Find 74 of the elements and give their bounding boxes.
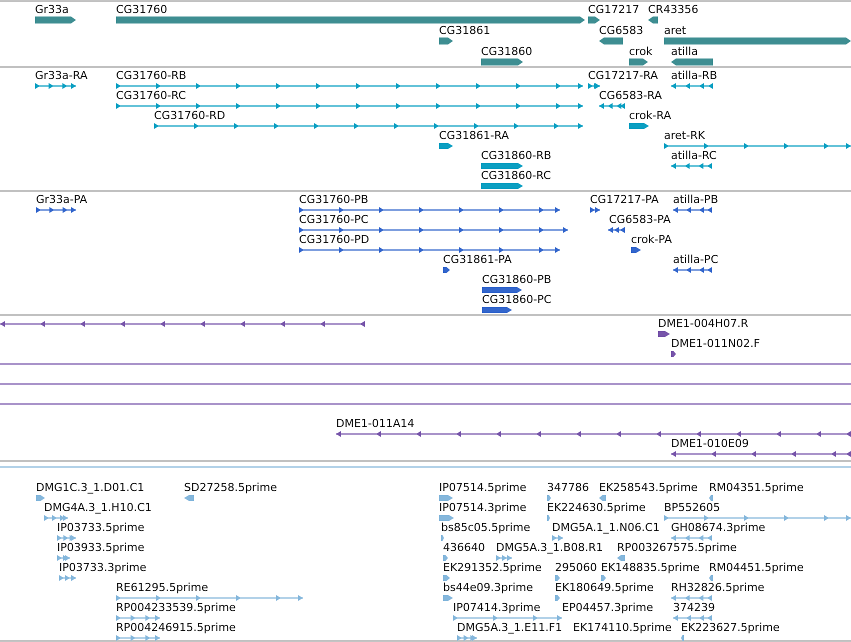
feature-label: IP07514.5prime (439, 481, 526, 494)
feature-label: CG31760-PD (299, 233, 370, 246)
feature-label: CG31861 (439, 24, 490, 37)
feature-label: DMG4A.3_1.H10.C1 (44, 501, 152, 514)
feature-label: CG17217-PA (590, 193, 659, 206)
feature-label: DME1-004H07.R (658, 317, 748, 330)
feature-label: DMG1C.3_1.D01.C1 (36, 481, 144, 494)
feature-label: EK223627.5prime (681, 621, 780, 634)
feature-label: CG17217 (588, 3, 640, 16)
feature-label: GH08674.3prime (671, 521, 766, 534)
feature-label: atilla-PB (673, 193, 718, 206)
feature-label: crok (629, 45, 652, 58)
feature-label: 374239 (673, 601, 715, 614)
feature-label: RM04451.5prime (709, 561, 804, 574)
feature-label: Gr33a (35, 3, 69, 16)
feature-label: CG17217-RA (588, 69, 658, 82)
feature-label: CG6583-RA (599, 89, 662, 102)
feature-label: CG31760-PC (299, 213, 368, 226)
feature-label: CR43356 (648, 3, 698, 16)
feature-label: DME1-010E09 (671, 437, 749, 450)
feature-label: aret-RK (664, 129, 705, 142)
feature-label: CG6583-PA (609, 213, 671, 226)
feature-label: DMG5A.3_1.B08.R1 (496, 541, 603, 554)
feature-label: CG31861-RA (439, 129, 509, 142)
feature-label: atilla (671, 45, 698, 58)
feature-label: 347786 (547, 481, 589, 494)
feature-label: Gr33a-PA (36, 193, 88, 206)
feature-label: CG6583 (599, 24, 644, 37)
feature-label: DME1-011A14 (336, 417, 414, 430)
feature-label: CG31860-PB (482, 273, 552, 286)
feature-label: Gr33a-RA (35, 69, 88, 82)
feature-label: CG31860-PC (482, 293, 552, 306)
feature-label: CG31860 (481, 45, 532, 58)
feature-label: atilla-PC (673, 253, 718, 266)
feature-label: atilla-RB (671, 69, 718, 82)
feature-label: bs85c05.5prime (441, 521, 530, 534)
feature-label: IP03733.5prime (57, 521, 144, 534)
feature-label: crok-RA (629, 109, 672, 122)
feature-label: IP07414.3prime (453, 601, 540, 614)
feature-label: EK258543.5prime (599, 481, 698, 494)
feature-label: DMG5A.1_1.N06.C1 (552, 521, 660, 534)
feature-label: RP003267575.5prime (617, 541, 737, 554)
feature-label: RP004246915.5prime (116, 621, 236, 634)
feature-label: 436640 (443, 541, 485, 554)
feature-label: EK174110.5prime (573, 621, 672, 634)
feature-label: BP552605 (664, 501, 720, 514)
feature-label: EK148835.5prime (601, 561, 700, 574)
feature-label: EK180649.5prime (555, 581, 654, 594)
feature-label: DME1-011N02.F (671, 337, 760, 350)
feature-label: RM04351.5prime (709, 481, 804, 494)
feature-label: CG31760-RD (154, 109, 226, 122)
feature-label: crok-PA (631, 233, 672, 246)
feature-label: IP03933.5prime (57, 541, 144, 554)
feature-label: CG31860-RB (481, 149, 552, 162)
feature-label: aret (664, 24, 686, 37)
feature-label: DMG5A.3_1.E11.F1 (457, 621, 562, 634)
feature-label: CG31760 (116, 3, 168, 16)
feature-label: SD27258.5prime (184, 481, 277, 494)
feature-label: atilla-RC (671, 149, 717, 162)
feature-label: EK224630.5prime (547, 501, 646, 514)
feature-label: CG31760-RB (116, 69, 186, 82)
feature-label: bs44e09.3prime (443, 581, 534, 594)
feature-label: EP04457.3prime (562, 601, 654, 614)
feature-label: RP004233539.5prime (116, 601, 236, 614)
feature-label: RH32826.5prime (671, 581, 764, 594)
feature-label: CG31760-RC (116, 89, 186, 102)
feature-label: IP07514.3prime (439, 501, 526, 514)
feature-label: RE61295.5prime (116, 581, 208, 594)
feature-label: CG31860-RC (481, 169, 551, 182)
feature-label: IP03733.3prime (59, 561, 146, 574)
feature-label: CG31861-PA (443, 253, 512, 266)
feature-label: CG31760-PB (299, 193, 368, 206)
feature-label: EK291352.5prime (443, 561, 542, 574)
feature-label: 295060 (555, 561, 597, 574)
